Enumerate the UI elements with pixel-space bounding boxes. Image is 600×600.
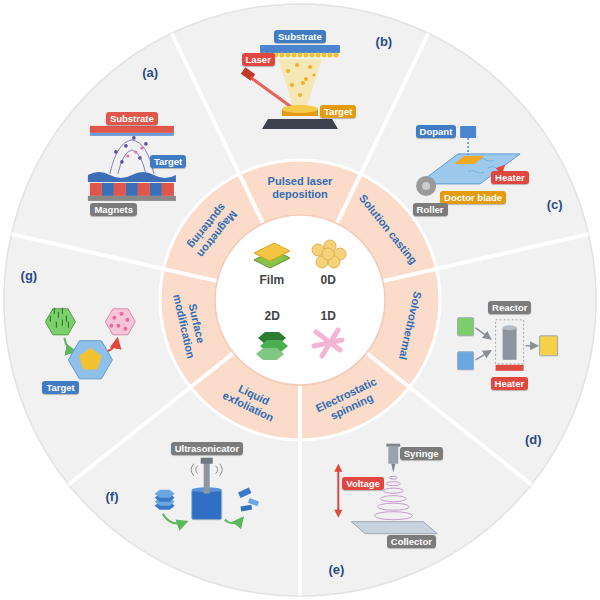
tag-text: Target xyxy=(46,382,74,393)
callout-tag: Voltage xyxy=(342,477,384,490)
tag-text: Syringe xyxy=(404,448,439,459)
method-label: Solution casting xyxy=(356,192,420,267)
callout-tag: Laser xyxy=(242,53,275,66)
method-label: Liquid exfoliation xyxy=(207,371,296,432)
exfoliation-illustration xyxy=(155,458,259,524)
tag-text: Heater xyxy=(495,172,525,183)
solvothermal-illustration xyxy=(458,318,558,371)
sector-dividers xyxy=(11,33,588,596)
casting-illustration xyxy=(416,126,520,196)
dimension-label: 1D xyxy=(321,309,336,323)
tag-text: Heater xyxy=(495,378,525,389)
tag-text: Doctor blade xyxy=(444,192,502,203)
panel-letter: (e) xyxy=(329,562,345,577)
dimension-icons xyxy=(254,240,346,360)
tag-text: Ultrasonicator xyxy=(175,443,239,454)
callout-tag: Heater xyxy=(491,377,529,390)
method-label: Surface modification xyxy=(168,280,212,370)
callout-tag: Syringe xyxy=(400,447,443,460)
tag-text: Collector xyxy=(391,536,432,547)
callout-tag: Roller xyxy=(413,203,448,216)
callout-tag: Ultrasonicator xyxy=(171,442,243,455)
callout-tag: Doctor blade xyxy=(440,191,506,204)
panel-letter: (a) xyxy=(142,65,158,80)
method-label: Pulsed laser deposition xyxy=(257,175,343,201)
callout-tag: Reactor xyxy=(488,301,531,314)
callout-tag: Substrate xyxy=(106,112,158,125)
wheel-background xyxy=(4,4,596,596)
callout-tag: Substrate xyxy=(274,30,326,43)
tag-text: Substrate xyxy=(110,113,154,124)
panel-letter: (b) xyxy=(376,34,393,49)
callout-tag: Target xyxy=(150,155,186,168)
tag-text: Dopant xyxy=(420,126,453,137)
dimension-label: 2D xyxy=(265,309,280,323)
callout-tag: Target xyxy=(42,381,78,394)
tag-text: Substrate xyxy=(278,31,322,42)
tag-text: Magnets xyxy=(94,204,133,215)
callout-tag: Target xyxy=(320,105,356,118)
tag-text: Target xyxy=(154,156,182,167)
surface-modification-illustration xyxy=(45,308,135,379)
callout-tag: Dopant xyxy=(416,125,457,138)
method-label: Electrostatic spinning xyxy=(304,371,393,432)
method-label: Magnetron sputtering xyxy=(175,188,249,271)
panel-letter: (f) xyxy=(106,489,119,504)
callout-tag: Magnets xyxy=(90,203,137,216)
tag-text: Target xyxy=(324,106,352,117)
panel-letter: (d) xyxy=(525,432,542,447)
tag-text: Voltage xyxy=(346,478,380,489)
panel-letter: (c) xyxy=(547,197,563,212)
callout-tag: Heater xyxy=(491,171,529,184)
tag-text: Roller xyxy=(417,204,444,215)
panel-letter: (g) xyxy=(21,268,38,283)
dimension-label: 0D xyxy=(321,273,336,287)
tag-text: Laser xyxy=(246,54,271,65)
dimension-label: Film xyxy=(260,273,285,287)
callout-tag: Collector xyxy=(387,535,436,548)
tag-text: Reactor xyxy=(492,302,527,313)
method-label: Solvothermal xyxy=(394,282,426,369)
